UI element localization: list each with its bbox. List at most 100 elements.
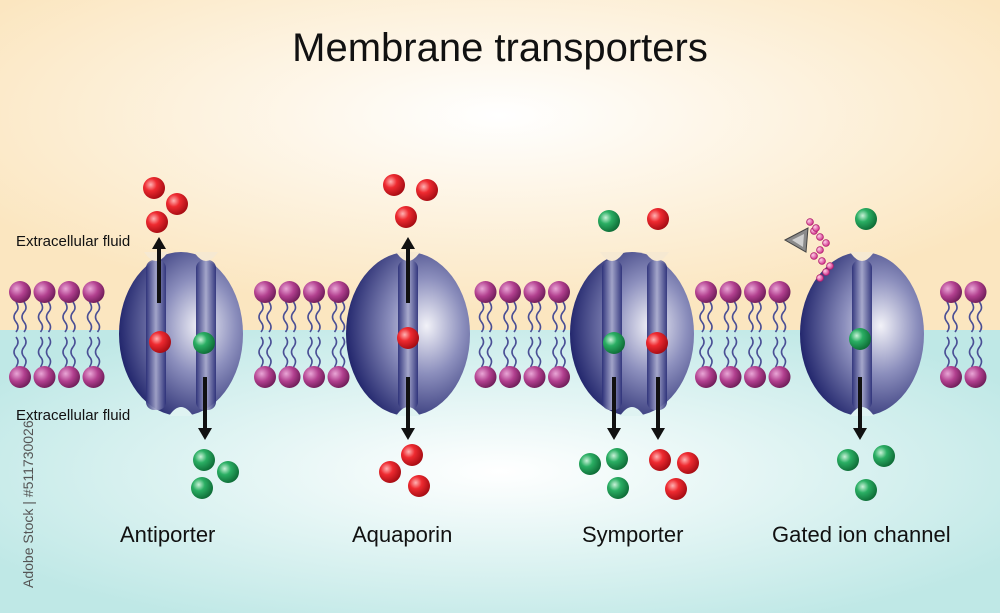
- lipid-tail: [748, 301, 754, 333]
- green-molecule: [606, 448, 628, 470]
- receptor-bead: [818, 257, 826, 265]
- receptor-bead: [822, 268, 830, 276]
- red-molecule: [146, 211, 168, 233]
- arrow-aquaporin-out-head: [401, 237, 415, 249]
- lipid-tail: [21, 336, 27, 368]
- lipid-tail: [552, 336, 558, 368]
- green-molecule: [837, 449, 859, 471]
- green-molecule: [193, 449, 215, 471]
- lipid-head: [940, 281, 962, 303]
- protein-body: [119, 252, 243, 416]
- lipid-tail: [315, 336, 321, 368]
- lipid-head: [744, 366, 766, 388]
- red-molecule: [401, 444, 423, 466]
- lipid-head: [474, 281, 497, 303]
- ligand-highlight: [792, 234, 804, 247]
- receptor-bead: [816, 274, 824, 282]
- lipid-head: [278, 281, 301, 303]
- lipid-tail: [13, 336, 19, 368]
- lipid-tail: [258, 336, 264, 368]
- lipid-tail: [952, 336, 958, 368]
- red-molecule: [416, 179, 438, 201]
- lipid-tail: [486, 301, 493, 333]
- receptor-bead: [812, 224, 820, 232]
- green-molecule: [607, 477, 629, 499]
- green-molecule: [191, 477, 213, 499]
- antiporter-protein: [119, 252, 243, 416]
- red-molecule: [647, 208, 669, 230]
- lipid-tail: [723, 336, 730, 368]
- receptor-bead: [826, 262, 834, 270]
- green-molecule: [603, 332, 625, 354]
- lipid-tail: [976, 336, 983, 368]
- protein-body: [570, 252, 694, 416]
- arrow-antiporter-in-head: [198, 428, 212, 440]
- red-molecule: [408, 475, 430, 497]
- red-molecule: [397, 327, 419, 349]
- lipid-tail: [535, 336, 542, 368]
- lipid-tail: [699, 336, 705, 368]
- lipid-head: [33, 366, 56, 388]
- lipid-head: [254, 366, 276, 388]
- green-molecule: [855, 208, 877, 230]
- green-molecule: [579, 453, 601, 475]
- lipid-tail: [45, 301, 52, 333]
- lipid-head: [474, 366, 497, 388]
- red-molecule: [143, 177, 165, 199]
- lipid-head: [9, 281, 31, 303]
- lipid-tail: [748, 336, 754, 368]
- lipid-tail: [503, 301, 509, 333]
- lipid-head: [82, 281, 105, 303]
- lipid-head: [719, 366, 742, 388]
- lipid-head: [548, 281, 570, 303]
- arrow-symporter-in-red-head: [651, 428, 665, 440]
- red-molecule: [149, 331, 171, 353]
- channel-opening: [169, 407, 193, 416]
- arrow-gated-channel-in-head: [853, 428, 867, 440]
- lipid-tail: [290, 336, 297, 368]
- lipid-tail: [70, 301, 76, 333]
- lipid-head: [33, 281, 56, 303]
- lipid-tail: [780, 301, 787, 333]
- lipid-tail: [86, 336, 93, 368]
- lipid-tail: [707, 301, 713, 333]
- lipid-tail: [552, 301, 558, 333]
- lipid-head: [940, 366, 962, 388]
- arrow-aquaporin-in-head: [401, 428, 415, 440]
- lipid-tail: [266, 336, 272, 368]
- diagram-title: Membrane transporters: [292, 26, 708, 70]
- lipid-tail: [699, 301, 705, 333]
- lipid-tail: [62, 301, 68, 333]
- lipid-tail: [756, 336, 762, 368]
- lipid-tail: [560, 301, 566, 333]
- lipid-head: [58, 281, 80, 303]
- extracellular-label-bottom: Extracellular fluid: [16, 407, 131, 424]
- red-molecule: [383, 174, 405, 196]
- lipid-bilayer: [9, 281, 987, 388]
- channel-opening: [194, 252, 218, 261]
- lipid-tail: [282, 336, 289, 368]
- lipid-head: [254, 281, 276, 303]
- lipid-tail: [478, 336, 485, 368]
- label-gated-ion-channel: Gated ion channel: [772, 522, 951, 547]
- lipid-tail: [731, 336, 738, 368]
- red-molecule: [379, 461, 401, 483]
- lipid-head: [327, 366, 350, 388]
- label-antiporter: Antiporter: [120, 522, 216, 547]
- receptor-bead: [810, 252, 818, 260]
- lipid-head: [523, 366, 546, 388]
- lipid-tail: [307, 301, 313, 333]
- lipid-head: [744, 281, 766, 303]
- lipid-tail: [944, 301, 950, 333]
- lipid-head: [82, 366, 105, 388]
- lipid-tail: [258, 301, 264, 333]
- green-molecule: [598, 210, 620, 232]
- red-molecule: [166, 193, 188, 215]
- lipid-tail: [968, 301, 975, 333]
- red-molecule: [646, 332, 668, 354]
- lipid-head: [303, 366, 325, 388]
- channel-opening: [144, 252, 168, 261]
- lipid-tail: [37, 336, 44, 368]
